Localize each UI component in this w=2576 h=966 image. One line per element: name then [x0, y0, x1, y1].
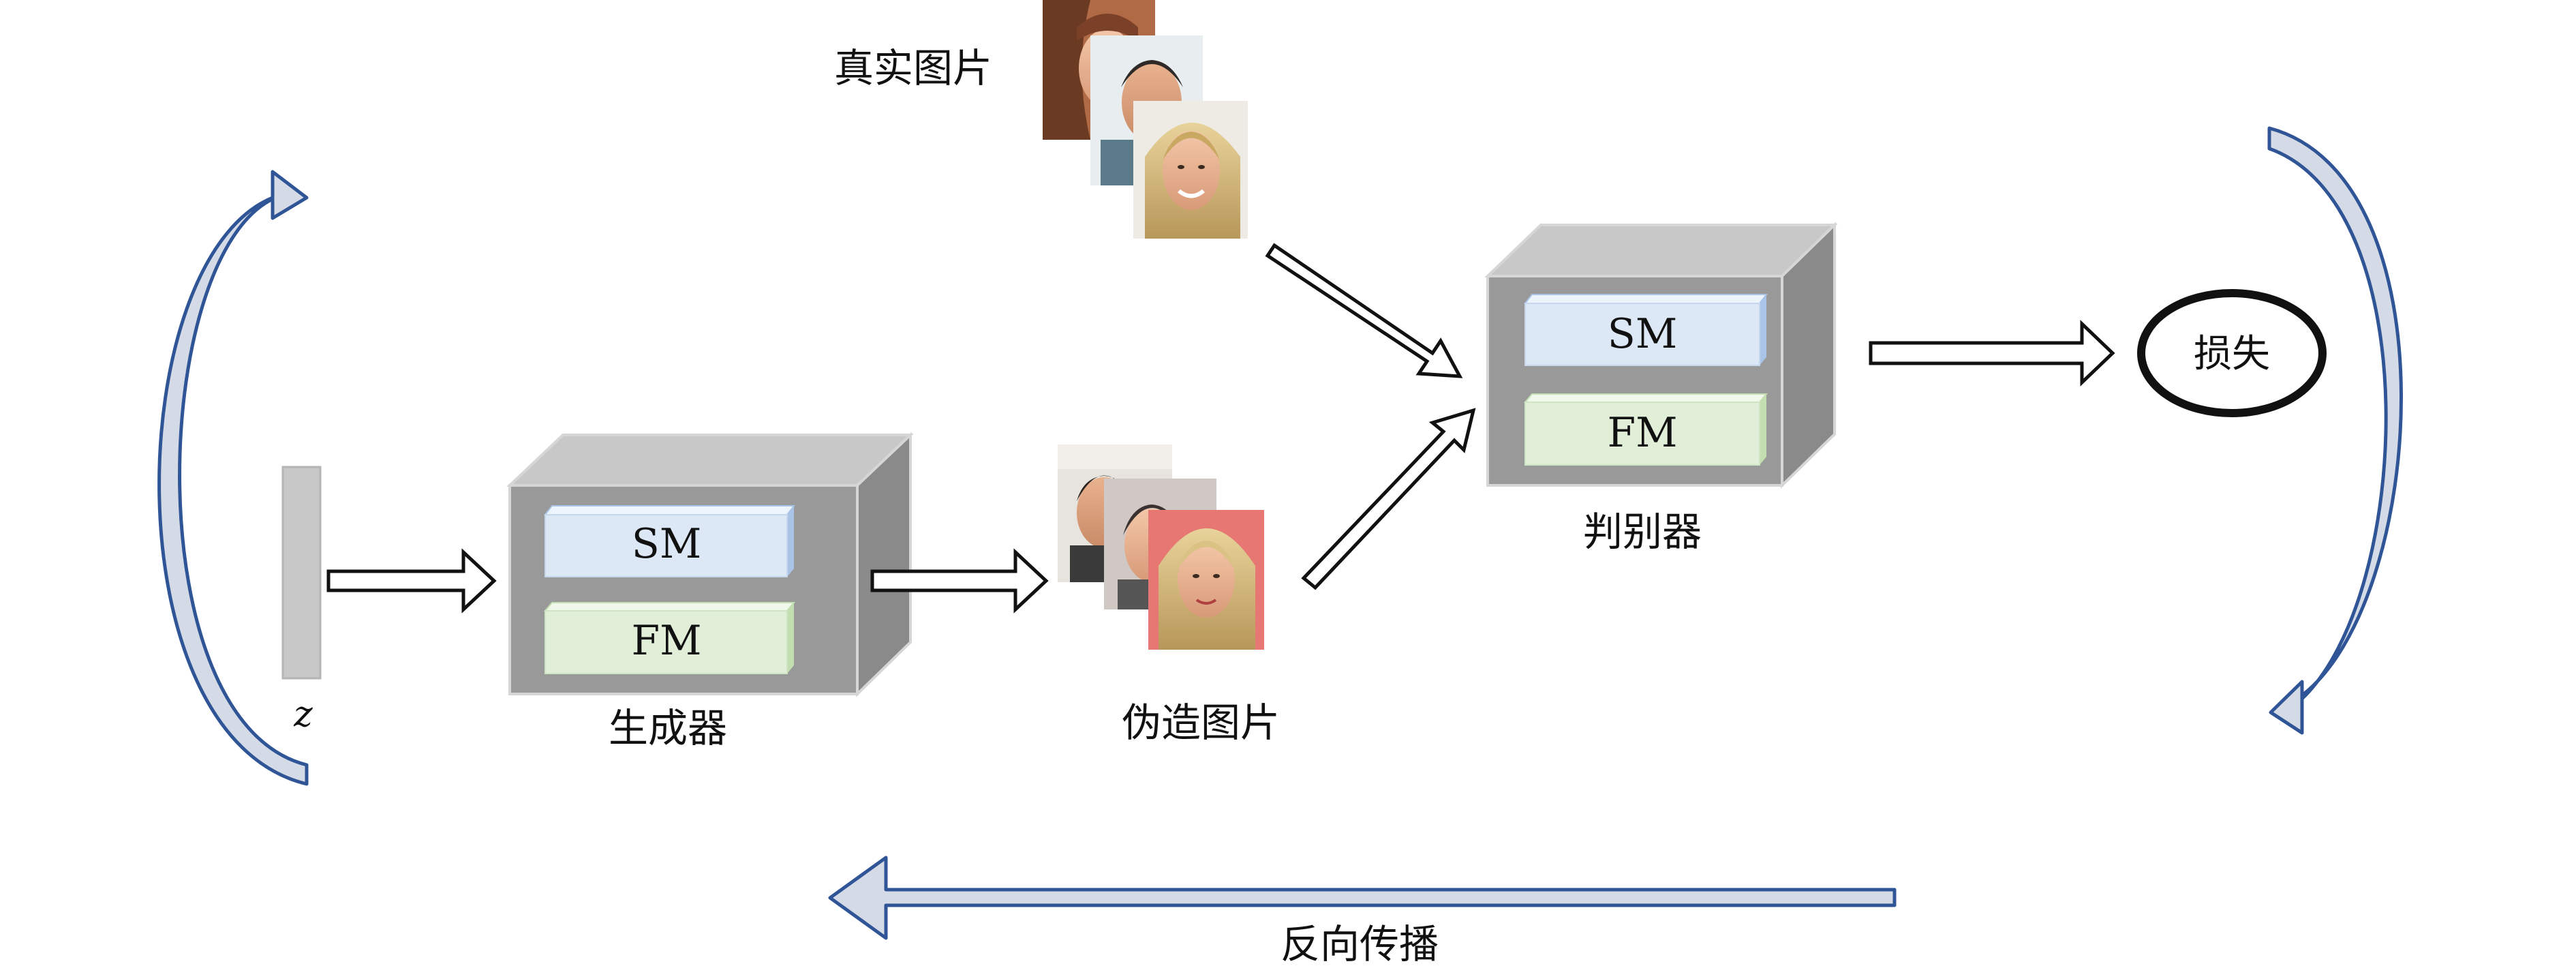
generator-sm-label: SM	[632, 520, 702, 568]
discriminator-sm-label: SM	[1608, 310, 1678, 358]
arrow-generator-to-fake	[870, 548, 1049, 614]
arrow-fake-to-discriminator	[1301, 408, 1476, 590]
loss-label: 损失	[2194, 332, 2270, 376]
real-images-label: 真实图片	[834, 45, 992, 91]
fake-face-photo-3	[1148, 510, 1264, 650]
z-vector-bar	[281, 466, 322, 680]
generator-label: 生成器	[609, 705, 727, 751]
fake-images-label: 伪造图片	[1122, 699, 1280, 746]
real-images-stack	[1043, 0, 1248, 239]
generator-fm-label: FM	[631, 617, 701, 665]
z-label: z	[293, 694, 313, 735]
backprop-label: 反向传播	[1281, 921, 1439, 966]
real-face-photo-3	[1133, 101, 1248, 239]
discriminator-box: SM FM	[1484, 222, 1838, 489]
discriminator-fm-label: FM	[1607, 409, 1677, 457]
backprop-arrow	[828, 856, 1897, 940]
generator-box: SM FM	[506, 432, 915, 697]
left-update-curve-arrow	[157, 170, 309, 786]
generator-fm-layer: FM	[543, 602, 796, 674]
fake-images-stack	[1058, 444, 1264, 650]
loss-ellipse	[2137, 289, 2327, 417]
discriminator-fm-layer: FM	[1523, 393, 1768, 466]
discriminator-sm-layer: SM	[1523, 294, 1768, 366]
arrow-real-to-discriminator	[1265, 243, 1463, 378]
arrow-discriminator-to-loss	[1869, 320, 2115, 387]
discriminator-label: 判别器	[1583, 509, 1702, 555]
arrow-z-to-generator	[326, 548, 497, 614]
right-update-curve-arrow	[2267, 126, 2403, 735]
generator-sm-layer: SM	[543, 505, 796, 577]
